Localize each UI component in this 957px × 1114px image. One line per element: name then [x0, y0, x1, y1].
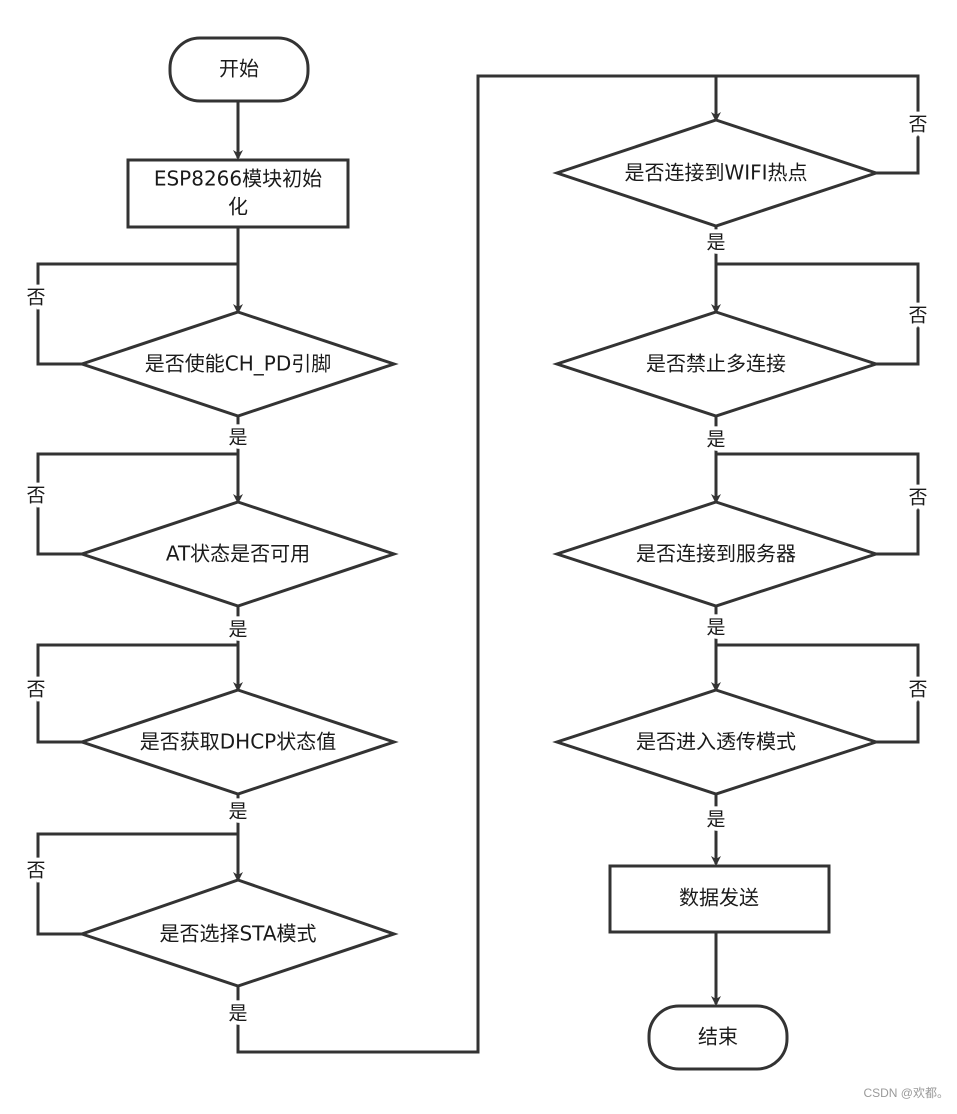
- loop-no-dhcp: [36, 643, 238, 744]
- decision-server-label: 是否连接到服务器: [636, 542, 796, 566]
- yes-label-wifi: 是: [706, 232, 725, 254]
- yes-label-multi: 是: [706, 429, 725, 451]
- decision-at: [77, 500, 399, 608]
- yes-label-chpd: 是: [228, 427, 247, 449]
- loop-no-passthrough: [716, 643, 920, 744]
- yes-label-at: 是: [228, 619, 247, 641]
- no-label-chpd: 否: [26, 287, 45, 309]
- decision-sta-label: 是否选择STA模式: [159, 922, 316, 946]
- init-label-line2: 化: [228, 195, 248, 219]
- no-label-multi: 否: [908, 305, 927, 327]
- init-process-box: [126, 158, 350, 229]
- decision-dhcp-label: 是否获取DHCP状态值: [140, 730, 336, 754]
- loop-no-sta: [36, 832, 238, 936]
- decision-sta: [77, 878, 399, 988]
- loop-no-at: [36, 452, 238, 556]
- decision-wifi: [552, 118, 881, 228]
- no-label-wifi: 否: [908, 114, 927, 136]
- start-terminal: [168, 36, 310, 103]
- watermark-text: CSDN @欢都。: [863, 1086, 949, 1100]
- no-label-server: 否: [908, 487, 927, 509]
- yes-label-sta: 是: [228, 1003, 247, 1025]
- end-terminal: [647, 1004, 789, 1071]
- start-label: 开始: [219, 57, 259, 81]
- loop-no-multi: [716, 262, 920, 366]
- decision-multi: [552, 310, 881, 418]
- no-label-passthrough: 否: [908, 679, 927, 701]
- decision-chpd-label: 是否使能CH_PD引脚: [145, 352, 331, 376]
- loop-no-server: [716, 452, 920, 556]
- end-label: 结束: [698, 1025, 738, 1049]
- decision-multi-label: 是否禁止多连接: [646, 352, 786, 376]
- init-label-line1: ESP8266模块初始: [154, 167, 322, 191]
- decision-passthrough-label: 是否进入透传模式: [636, 730, 796, 754]
- yes-label-dhcp: 是: [228, 801, 247, 823]
- yes-label-passthrough: 是: [706, 809, 725, 831]
- edge-sta-to-wifi: [236, 74, 721, 1054]
- decision-at-label: AT状态是否可用: [166, 542, 310, 566]
- loop-no-wifi: [716, 74, 920, 175]
- decision-passthrough: [552, 688, 881, 796]
- decision-chpd: [77, 310, 399, 418]
- send-process-box: [608, 864, 831, 934]
- decision-server: [552, 500, 881, 608]
- send-label: 数据发送: [679, 886, 759, 910]
- no-label-at: 否: [26, 485, 45, 507]
- no-label-dhcp: 否: [26, 679, 45, 701]
- loop-no-chpd: [36, 262, 238, 366]
- decision-dhcp: [77, 688, 399, 796]
- decision-wifi-label: 是否连接到WIFI热点: [624, 161, 807, 185]
- yes-label-server: 是: [706, 617, 725, 639]
- no-label-sta: 否: [26, 860, 45, 882]
